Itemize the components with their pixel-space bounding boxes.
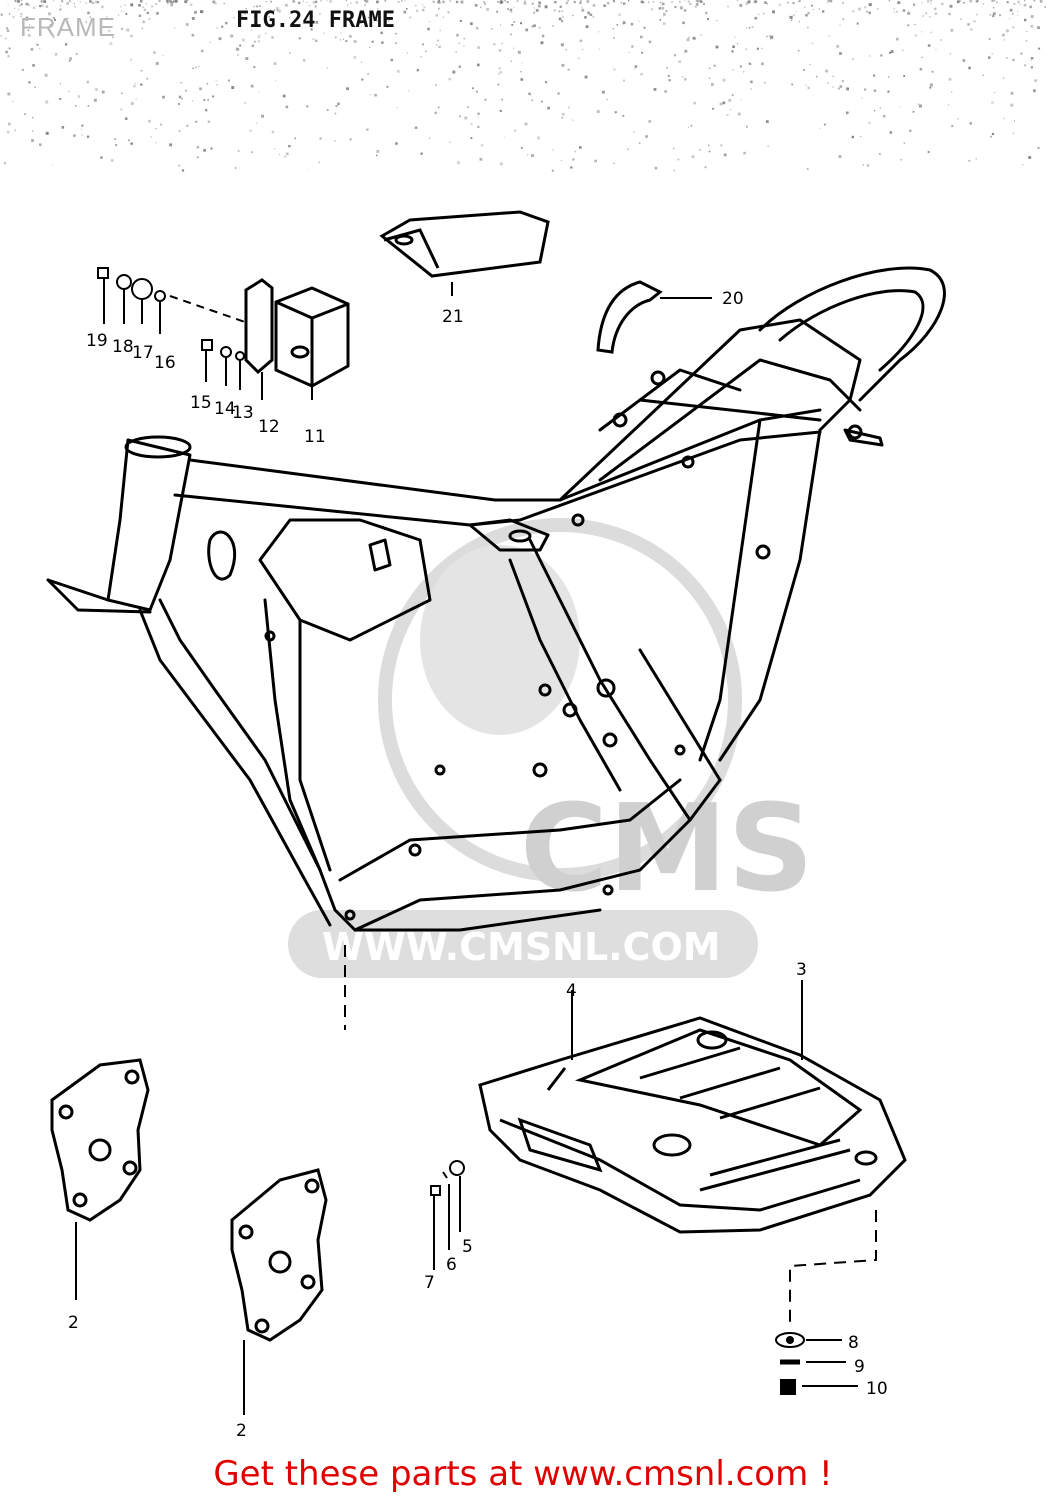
figure-title: FIG.24 FRAME	[236, 8, 395, 33]
callout-12: 12	[258, 417, 280, 437]
callout-18: 18	[112, 337, 134, 357]
fasteners-16-19	[97, 267, 246, 334]
callout-10: 10	[866, 1379, 888, 1399]
fasteners-8-10	[775, 1210, 877, 1395]
part-4-bolt	[546, 990, 573, 1091]
callout-14: 14	[214, 399, 236, 419]
callout-5: 5	[462, 1237, 473, 1257]
part-2-bracket-lower	[230, 1168, 328, 1415]
callout-2-upper: 2	[68, 1313, 79, 1333]
fasteners-5-7	[430, 1160, 465, 1270]
callout-21: 21	[442, 307, 464, 327]
scan-noise	[0, 0, 1046, 172]
main-frame	[46, 266, 946, 932]
callout-13: 13	[232, 403, 254, 423]
page-label: FRAME	[20, 12, 116, 42]
callout-16: 16	[154, 353, 176, 373]
callout-6: 6	[446, 1255, 457, 1275]
fasteners-13-15	[201, 339, 245, 390]
watermark-letters: CMS	[520, 780, 814, 919]
callout-11: 11	[304, 427, 326, 447]
callout-19: 19	[86, 331, 108, 351]
callout-9: 9	[854, 1357, 865, 1377]
part-12-bracket	[244, 278, 274, 400]
watermark: CMS WWW.CMSNL.COM	[288, 518, 814, 978]
callout-20: 20	[722, 289, 744, 309]
callout-8: 8	[848, 1333, 859, 1353]
part-21-pad	[379, 210, 550, 296]
callout-17: 17	[132, 343, 154, 363]
part-2-bracket-upper	[50, 1058, 150, 1300]
callout-15: 15	[190, 393, 212, 413]
callout-2-lower: 2	[236, 1421, 247, 1441]
callout-labels: 2 2 3 4 5 6 7 8 9 10 11 12 13 14 15 16 1…	[68, 289, 888, 1441]
callout-3: 3	[796, 960, 807, 980]
watermark-url: WWW.CMSNL.COM	[322, 925, 721, 969]
part-11-box	[274, 286, 350, 400]
callout-4: 4	[566, 981, 577, 1001]
footer-link[interactable]: Get these parts at www.cmsnl.com !	[213, 1454, 833, 1494]
part-3-skid-plate	[478, 980, 907, 1234]
part-20-clamp	[596, 280, 712, 354]
callout-7: 7	[424, 1273, 435, 1293]
